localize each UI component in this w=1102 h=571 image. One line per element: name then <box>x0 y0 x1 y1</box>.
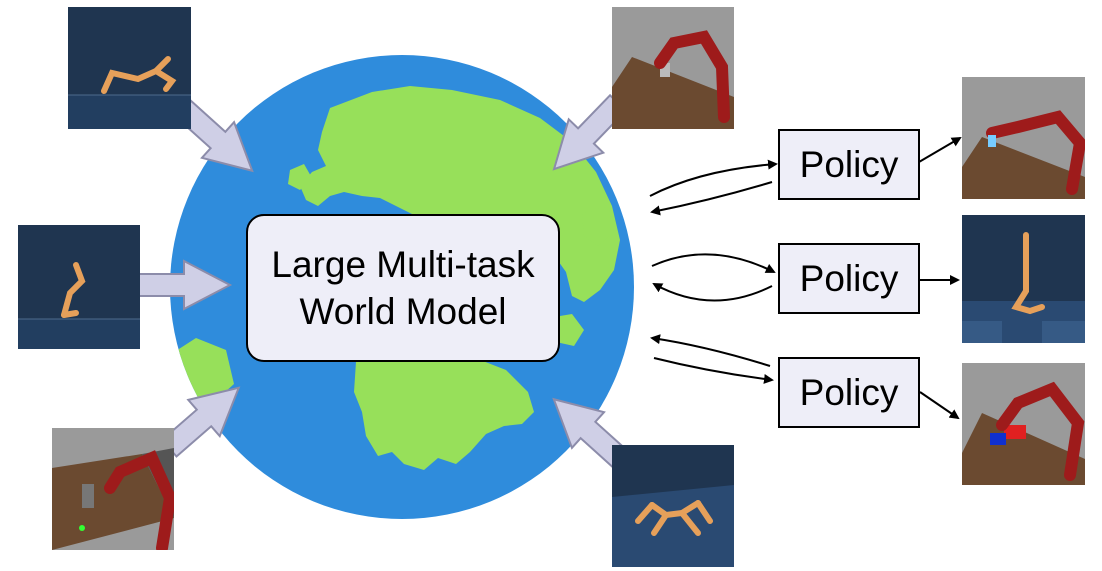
world-model-title-line1: Large Multi-task <box>271 244 535 285</box>
arrow-to-world-model <box>650 181 773 216</box>
world-model-title-line2: World Model <box>299 291 507 332</box>
hopper-standing-env-icon <box>962 215 1085 343</box>
half-cheetah-thumbnail <box>68 7 191 129</box>
input-arrows <box>103 93 631 471</box>
input-arrow <box>552 93 628 171</box>
interaction-arrows <box>649 159 778 384</box>
robot-arm-env-icon <box>52 428 174 550</box>
arrow-to-world-model <box>650 334 771 367</box>
policy-label: Policy <box>799 143 899 185</box>
arrow-to-output <box>918 136 962 163</box>
policy-label: Policy <box>799 257 899 299</box>
robot-arm-env-icon <box>962 77 1085 199</box>
arrow-to-policy <box>653 357 774 384</box>
arrow-to-policy <box>649 159 778 197</box>
quadruped-thumbnail <box>612 445 734 567</box>
hopper-thumbnail <box>18 225 140 349</box>
policy-label: Policy <box>799 371 899 413</box>
quadruped-env-icon <box>612 445 734 567</box>
robot-arm-push-env-icon <box>962 363 1085 485</box>
robot-arm-thumbnail-left <box>52 428 174 550</box>
arrow-to-output <box>919 391 960 420</box>
half-cheetah-env-icon <box>68 7 191 129</box>
policy-box-1: Policy <box>778 129 920 200</box>
hopper-env-icon <box>18 225 140 349</box>
output-hopper-thumbnail <box>962 215 1085 343</box>
robot-arm-thumbnail-top <box>612 7 734 129</box>
arrow-to-world-model <box>652 283 773 302</box>
policy-box-2: Policy <box>778 243 920 314</box>
input-arrow <box>160 386 241 458</box>
policy-output-arrows <box>918 136 962 420</box>
arrow-to-policy <box>651 253 776 273</box>
robot-arm-env-icon <box>612 7 734 129</box>
world-model-box: Large Multi-task World Model <box>246 214 560 362</box>
output-robot-arm-thumbnail-1 <box>962 77 1085 199</box>
policy-box-3: Policy <box>778 357 920 428</box>
output-robot-arm-thumbnail-2 <box>962 363 1085 485</box>
